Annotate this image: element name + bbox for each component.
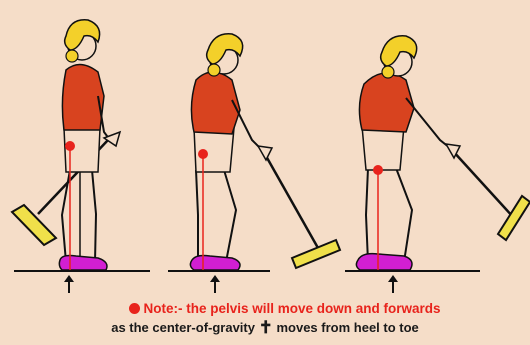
center-of-gravity-note: as the center-of-gravity ✝ moves from he… bbox=[0, 320, 530, 335]
pelvis-note-text: Note:- the pelvis will move down and for… bbox=[143, 301, 440, 316]
putter-head bbox=[12, 205, 56, 245]
shoe bbox=[190, 256, 240, 271]
center-of-gravity-arrow-icon bbox=[388, 275, 398, 293]
red-dot-icon bbox=[129, 303, 140, 314]
pelvis-note: Note:- the pelvis will move down and for… bbox=[45, 301, 525, 316]
golfer-midstroke-icon bbox=[190, 34, 340, 293]
center-of-gravity-arrow-icon bbox=[64, 275, 74, 293]
cog-note-text-before: as the center-of-gravity bbox=[111, 320, 255, 335]
shoe bbox=[59, 256, 107, 271]
golfer-stance-icon bbox=[12, 20, 120, 293]
cog-note-text-after: moves from heel to toe bbox=[273, 320, 419, 335]
putter-head bbox=[498, 196, 530, 240]
shoe bbox=[356, 254, 412, 270]
center-of-gravity-arrow-icon bbox=[210, 275, 220, 293]
golfer-followthrough-icon bbox=[356, 36, 530, 293]
cross-icon: ✝ bbox=[259, 323, 273, 333]
